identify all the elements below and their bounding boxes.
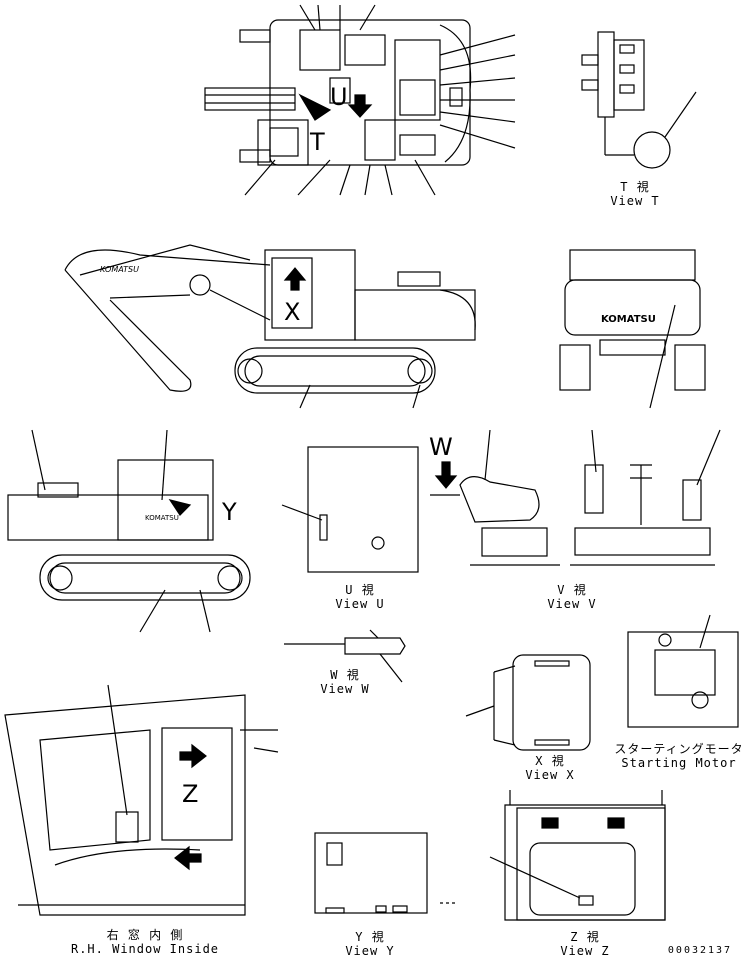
counterweight-brand-text: KOMATSU: [601, 314, 656, 325]
top-plan-view: [204, 4, 516, 196]
side-view-right: [7, 429, 251, 633]
view-x-drawing: [465, 654, 591, 751]
view-u-drawing: [281, 446, 419, 573]
cab-brand-text: KOMATSU: [145, 514, 179, 522]
view-w-drawing: [284, 629, 406, 683]
starting-motor-drawing: [627, 614, 739, 728]
view-letter-u: U: [330, 83, 348, 111]
view-letter-x: X: [284, 298, 301, 326]
view-letter-w: W: [429, 433, 453, 461]
view-letter-z: Z: [182, 780, 199, 808]
view-t-drawing: [581, 31, 697, 169]
seat-view: [430, 429, 560, 566]
boom-brand-text: KOMATSU: [100, 265, 139, 274]
side-view-left: [64, 244, 476, 409]
rear-view: [559, 249, 706, 409]
view-y-drawing: [314, 832, 456, 914]
view-letter-t: T: [310, 128, 325, 156]
view-z-drawing: [489, 790, 666, 921]
view-v-drawing: [570, 429, 721, 566]
view-letter-y: Y: [222, 498, 237, 526]
drawing-number: 00032137: [667, 945, 733, 956]
rh-window-inside-drawing: [4, 684, 279, 916]
